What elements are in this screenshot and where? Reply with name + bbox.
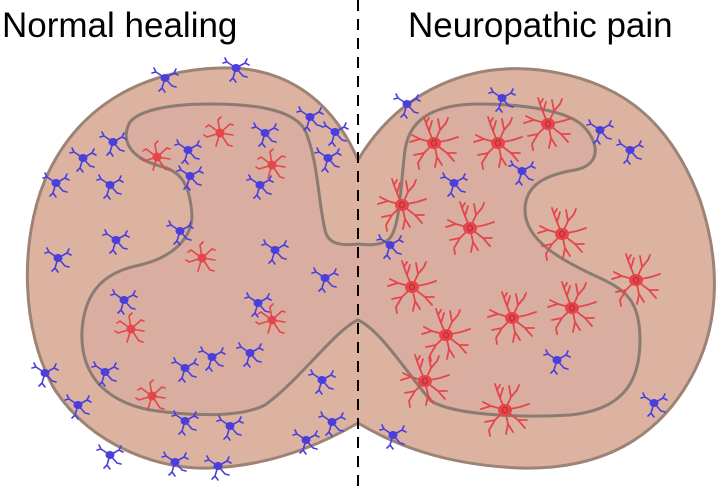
title-normal-healing: Normal healing — [2, 6, 238, 45]
grey-matter — [80, 102, 642, 418]
title-neuropathic-pain: Neuropathic pain — [408, 6, 673, 45]
